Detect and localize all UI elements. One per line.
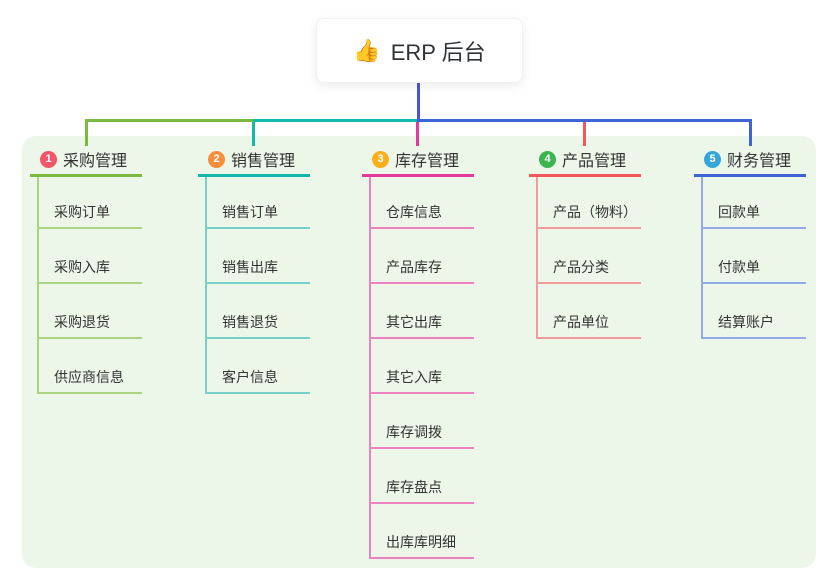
child-node[interactable]: 采购订单: [39, 177, 142, 229]
branch-sales: 2 销售管理 销售订单 销售出库 销售退货 客户信息: [198, 148, 310, 394]
branches-layer: 1 采购管理 采购订单 采购入库 采购退货 供应商信息 2 销售管理 销售订单 …: [22, 136, 816, 568]
connector-drop-sales: [252, 122, 255, 146]
child-node[interactable]: 其它入库: [371, 339, 474, 394]
root-label: ERP 后台: [390, 39, 486, 65]
branch-children: 回款单 付款单 结算账户: [701, 177, 806, 339]
child-node[interactable]: 其它出库: [371, 284, 474, 339]
branch-header-purchase[interactable]: 1 采购管理: [30, 148, 142, 177]
child-node[interactable]: 采购退货: [39, 284, 142, 339]
branch-product: 4 产品管理 产品（物料） 产品分类 产品单位: [529, 148, 641, 339]
branch-number-badge: 5: [704, 150, 721, 168]
thumbs-up-icon: 👍: [353, 37, 381, 63]
branch-title: 库存管理: [395, 153, 460, 170]
child-node[interactable]: 库存盘点: [371, 449, 474, 504]
child-node[interactable]: 产品分类: [538, 229, 641, 284]
branch-title: 采购管理: [63, 153, 128, 170]
branch-children: 产品（物料） 产品分类 产品单位: [536, 177, 641, 339]
connector-drop-finance: [749, 122, 752, 146]
branch-title: 财务管理: [727, 153, 792, 170]
child-node[interactable]: 客户信息: [207, 339, 310, 394]
branch-children: 仓库信息 产品库存 其它出库 其它入库 库存调拨 库存盘点 出库库明细: [369, 177, 474, 559]
branch-number-badge: 4: [539, 150, 556, 168]
branch-header-inventory[interactable]: 3 库存管理: [362, 148, 474, 177]
child-node[interactable]: 仓库信息: [371, 177, 474, 229]
connector-drop-inventory: [416, 122, 419, 146]
child-node[interactable]: 库存调拨: [371, 394, 474, 449]
connector-bus-finance: [417, 119, 752, 122]
branch-inventory: 3 库存管理 仓库信息 产品库存 其它出库 其它入库 库存调拨 库存盘点 出库库…: [362, 148, 474, 559]
root-node[interactable]: 👍 ERP 后台: [316, 18, 523, 83]
connector-drop-purchase: [85, 122, 88, 146]
branch-children: 销售订单 销售出库 销售退货 客户信息: [205, 177, 310, 394]
child-node[interactable]: 回款单: [703, 177, 806, 229]
connector-bus-sales: [253, 119, 419, 122]
branch-number-badge: 2: [208, 150, 225, 168]
branch-header-product[interactable]: 4 产品管理: [529, 148, 641, 177]
child-node[interactable]: 产品库存: [371, 229, 474, 284]
child-node[interactable]: 结算账户: [703, 284, 806, 339]
connector-bus-purchase: [85, 119, 255, 122]
child-node[interactable]: 产品单位: [538, 284, 641, 339]
child-node[interactable]: 销售出库: [207, 229, 310, 284]
branch-header-finance[interactable]: 5 财务管理: [694, 148, 806, 177]
branch-header-sales[interactable]: 2 销售管理: [198, 148, 310, 177]
child-node[interactable]: 采购入库: [39, 229, 142, 284]
branch-number-badge: 1: [40, 150, 57, 168]
branch-finance: 5 财务管理 回款单 付款单 结算账户: [694, 148, 806, 339]
branch-title: 产品管理: [562, 153, 627, 170]
connector-drop-product: [583, 122, 586, 146]
child-node[interactable]: 销售订单: [207, 177, 310, 229]
child-node[interactable]: 产品（物料）: [538, 177, 641, 229]
branch-title: 销售管理: [231, 153, 296, 170]
connector-root-drop: [417, 83, 420, 122]
child-node[interactable]: 供应商信息: [39, 339, 142, 394]
branch-number-badge: 3: [372, 150, 389, 168]
child-node[interactable]: 销售退货: [207, 284, 310, 339]
branch-purchase: 1 采购管理 采购订单 采购入库 采购退货 供应商信息: [30, 148, 142, 394]
branches-panel: [22, 136, 816, 568]
child-node[interactable]: 付款单: [703, 229, 806, 284]
branch-children: 采购订单 采购入库 采购退货 供应商信息: [37, 177, 142, 394]
child-node[interactable]: 出库库明细: [371, 504, 474, 559]
